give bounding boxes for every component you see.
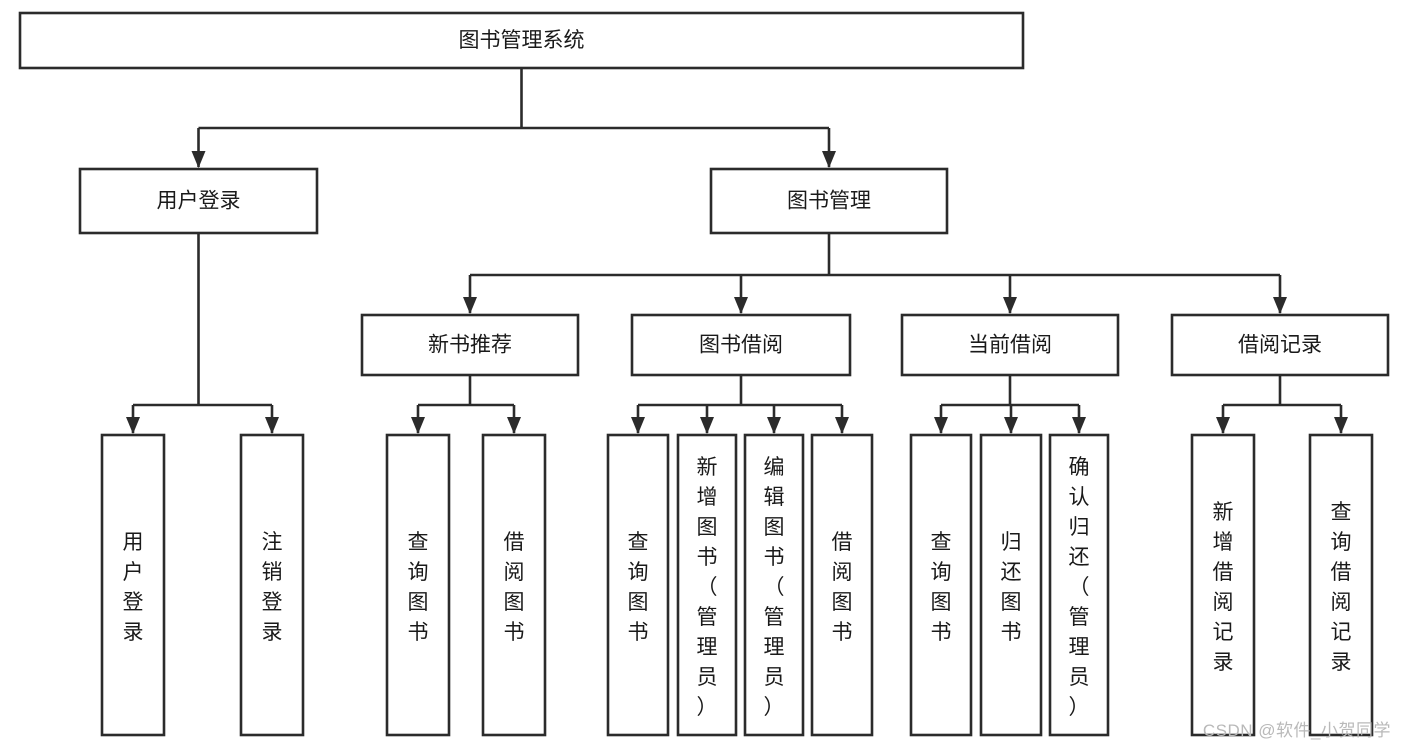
node-label: 图书借阅 xyxy=(699,334,783,357)
node-label: 查询图书 xyxy=(931,531,952,644)
node-label: 图书管理 xyxy=(787,190,871,213)
node-label: 当前借阅 xyxy=(968,334,1052,357)
node-leaf-return-book[interactable]: 归还图书 xyxy=(979,433,1043,737)
node-leaf-query-book-1[interactable]: 查询图书 xyxy=(385,433,451,737)
node-leaf-add-record[interactable]: 新增借阅记录 xyxy=(1190,433,1256,737)
node-book-borrow[interactable]: 图书借阅 xyxy=(630,313,852,377)
node-label: 注销登录 xyxy=(262,531,283,644)
node-label: 借阅图书 xyxy=(504,531,525,644)
node-book-manage[interactable]: 图书管理 xyxy=(709,167,949,235)
node-undefined[interactable]: 图书管理系统 xyxy=(18,11,1025,70)
node-label: 用户登录 xyxy=(123,531,144,644)
node-label: 确认归还（管理员） xyxy=(1069,456,1090,719)
node-label: 用户登录 xyxy=(157,190,241,213)
node-leaf-add-book[interactable]: 新增图书（管理员） xyxy=(676,433,738,737)
node-leaf-borrow-book-1[interactable]: 借阅图书 xyxy=(481,433,547,737)
node-leaf-query-book-3[interactable]: 查询图书 xyxy=(909,433,973,737)
node-label: 编辑图书（管理员） xyxy=(764,456,785,719)
watermark-text: CSDN @软件_小贺同学 xyxy=(1202,721,1391,740)
node-label: 新增图书（管理员） xyxy=(697,456,718,719)
node-leaf-query-book-2[interactable]: 查询图书 xyxy=(606,433,670,737)
node-label: 查询图书 xyxy=(408,531,429,644)
node-layer: 图书管理系统用户登录图书管理新书推荐图书借阅当前借阅借阅记录用户登录注销登录查询… xyxy=(18,11,1390,737)
node-label: 新增借阅记录 xyxy=(1213,501,1234,674)
node-label: 归还图书 xyxy=(1001,531,1022,644)
connector-layer xyxy=(126,68,1348,434)
node-leaf-borrow-book-2[interactable]: 借阅图书 xyxy=(810,433,874,737)
node-leaf-user-logout[interactable]: 注销登录 xyxy=(239,433,305,737)
node-label: 新书推荐 xyxy=(428,334,512,357)
node-borrow-record[interactable]: 借阅记录 xyxy=(1170,313,1390,377)
node-leaf-query-record[interactable]: 查询借阅记录 xyxy=(1308,433,1374,737)
node-leaf-edit-book[interactable]: 编辑图书（管理员） xyxy=(743,433,805,737)
node-label: 借阅记录 xyxy=(1238,334,1322,357)
node-label: 查询图书 xyxy=(628,531,649,644)
node-label: 借阅图书 xyxy=(832,531,853,644)
node-new-book-rec[interactable]: 新书推荐 xyxy=(360,313,580,377)
node-user-login[interactable]: 用户登录 xyxy=(78,167,319,235)
node-current-borrow[interactable]: 当前借阅 xyxy=(900,313,1120,377)
node-leaf-confirm-return[interactable]: 确认归还（管理员） xyxy=(1048,433,1110,737)
node-label: 图书管理系统 xyxy=(459,29,585,52)
node-label: 查询借阅记录 xyxy=(1331,501,1352,674)
node-leaf-user-login[interactable]: 用户登录 xyxy=(100,433,166,737)
